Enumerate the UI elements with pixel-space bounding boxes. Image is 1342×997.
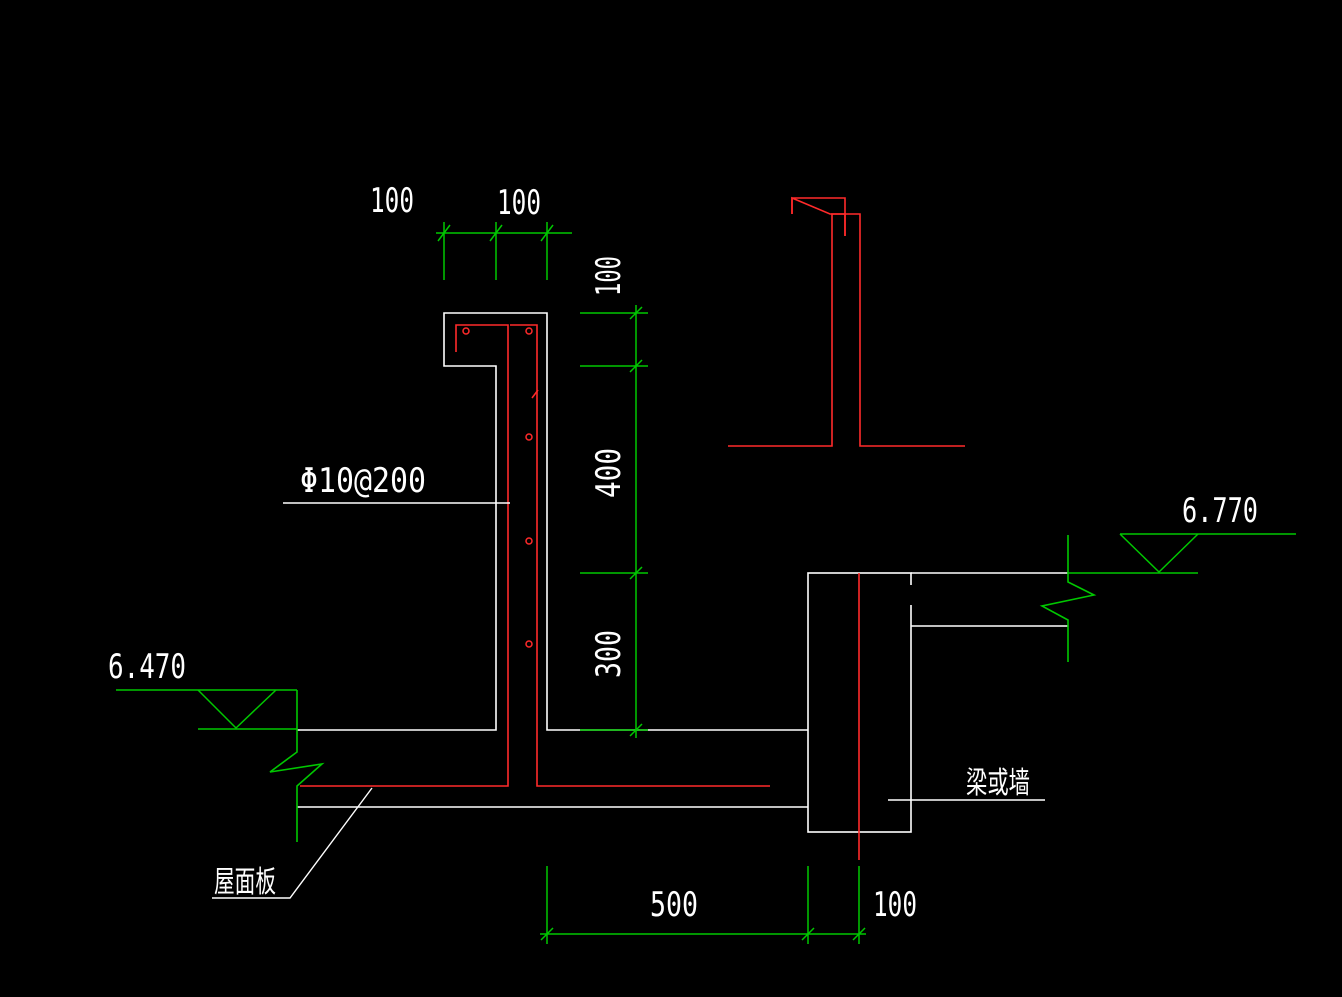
rebar-dot <box>525 327 533 335</box>
zigzag-break-icon <box>269 690 325 842</box>
rebar-dot <box>462 327 470 335</box>
detail-rebar-hook <box>791 197 846 236</box>
roof-slab-label: 屋面板 <box>214 865 276 900</box>
rebar-inner-leg <box>510 324 770 787</box>
dim-bottom-wall: 100 <box>873 885 917 925</box>
dim-top-width: 100 <box>497 183 541 223</box>
rebar <box>300 196 965 860</box>
triangle-elevation-icon <box>116 689 297 730</box>
dim-height-bottom: 300 <box>589 630 629 678</box>
rebar-outer-leg <box>300 324 509 787</box>
zigzag-break-icon <box>1039 535 1097 662</box>
beam-or-wall-label: 梁或墙 <box>966 766 1030 801</box>
leader-lines <box>212 502 1045 899</box>
dim-height-middle: 400 <box>589 448 629 498</box>
dim-height-top: 100 <box>589 256 629 296</box>
triangle-elevation-icon <box>1068 533 1296 574</box>
detail-rebar-left <box>728 213 846 447</box>
rebar-dot <box>525 537 533 545</box>
rebar-tick <box>531 389 539 399</box>
concrete-outline <box>297 312 1068 833</box>
dimension-lines <box>436 222 866 944</box>
detail-rebar-right <box>791 196 965 447</box>
upstand-profile <box>297 312 808 731</box>
dim-top-left-offset: 100 <box>370 181 414 221</box>
rebar-dot <box>525 433 533 441</box>
roof-slab-leader <box>212 787 373 899</box>
elevation-right-label: 6.770 <box>1182 491 1258 531</box>
elevation-left-label: 6.470 <box>108 647 186 687</box>
circle-rebar-icon <box>462 327 533 648</box>
rebar-spec-label: Φ10@200 <box>300 461 426 501</box>
dim-bottom-span: 500 <box>650 885 698 925</box>
rebar-dot <box>525 640 533 648</box>
